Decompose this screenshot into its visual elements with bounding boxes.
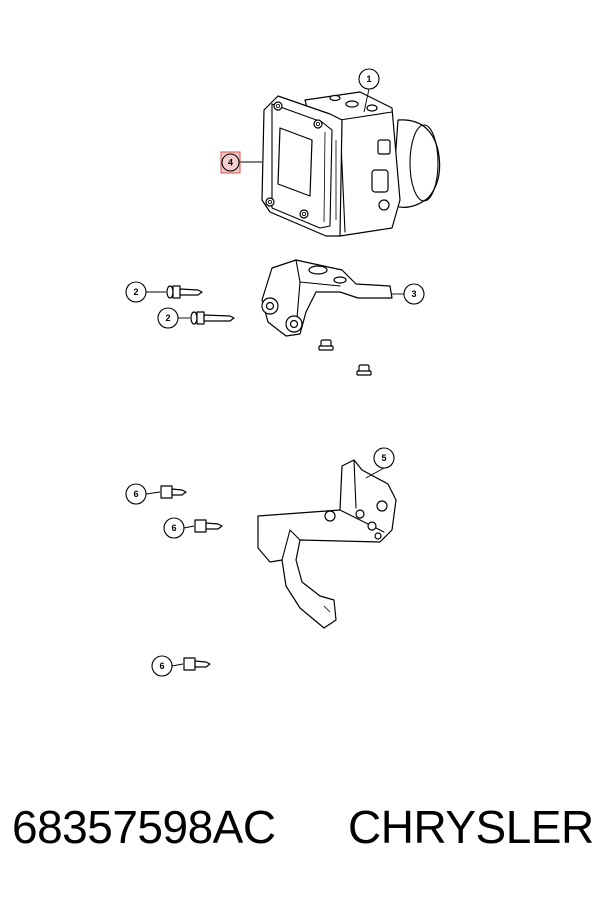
callout-1[interactable]: 1	[358, 68, 380, 90]
nut	[356, 364, 372, 376]
part-number: 68357598AC	[12, 801, 276, 853]
callout-6-upper[interactable]: 6	[125, 483, 147, 505]
callout-4[interactable]: 4	[220, 151, 241, 174]
svg-text:5: 5	[381, 453, 386, 463]
parts-diagram: 1 4 2 2 3 5 6 6 6	[125, 68, 441, 677]
svg-text:1: 1	[366, 74, 371, 84]
svg-text:2: 2	[165, 313, 170, 323]
bolt	[190, 311, 235, 325]
leader-lines	[145, 88, 404, 667]
callout-6-middle[interactable]: 6	[163, 517, 185, 539]
callout-3[interactable]: 3	[403, 283, 425, 305]
screw	[183, 657, 211, 671]
screw	[160, 485, 187, 499]
upper-bracket	[261, 259, 393, 337]
callout-6-lower[interactable]: 6	[151, 655, 173, 677]
bolt	[166, 285, 203, 299]
nut	[318, 339, 334, 351]
svg-text:4: 4	[228, 158, 233, 168]
svg-text:3: 3	[411, 289, 416, 299]
abs-module-assembly	[261, 91, 441, 237]
callout-2-lower[interactable]: 2	[157, 307, 179, 329]
brand-name: CHRYSLER	[348, 801, 594, 853]
svg-text:6: 6	[171, 523, 176, 533]
svg-text:2: 2	[133, 287, 138, 297]
screw	[194, 519, 223, 533]
footer: 68357598AC CHRYSLER	[0, 800, 600, 860]
lower-bracket	[257, 459, 397, 629]
svg-text:6: 6	[159, 661, 164, 671]
callout-5[interactable]: 5	[373, 447, 395, 469]
svg-text:6: 6	[133, 489, 138, 499]
callout-2-upper[interactable]: 2	[125, 281, 147, 303]
